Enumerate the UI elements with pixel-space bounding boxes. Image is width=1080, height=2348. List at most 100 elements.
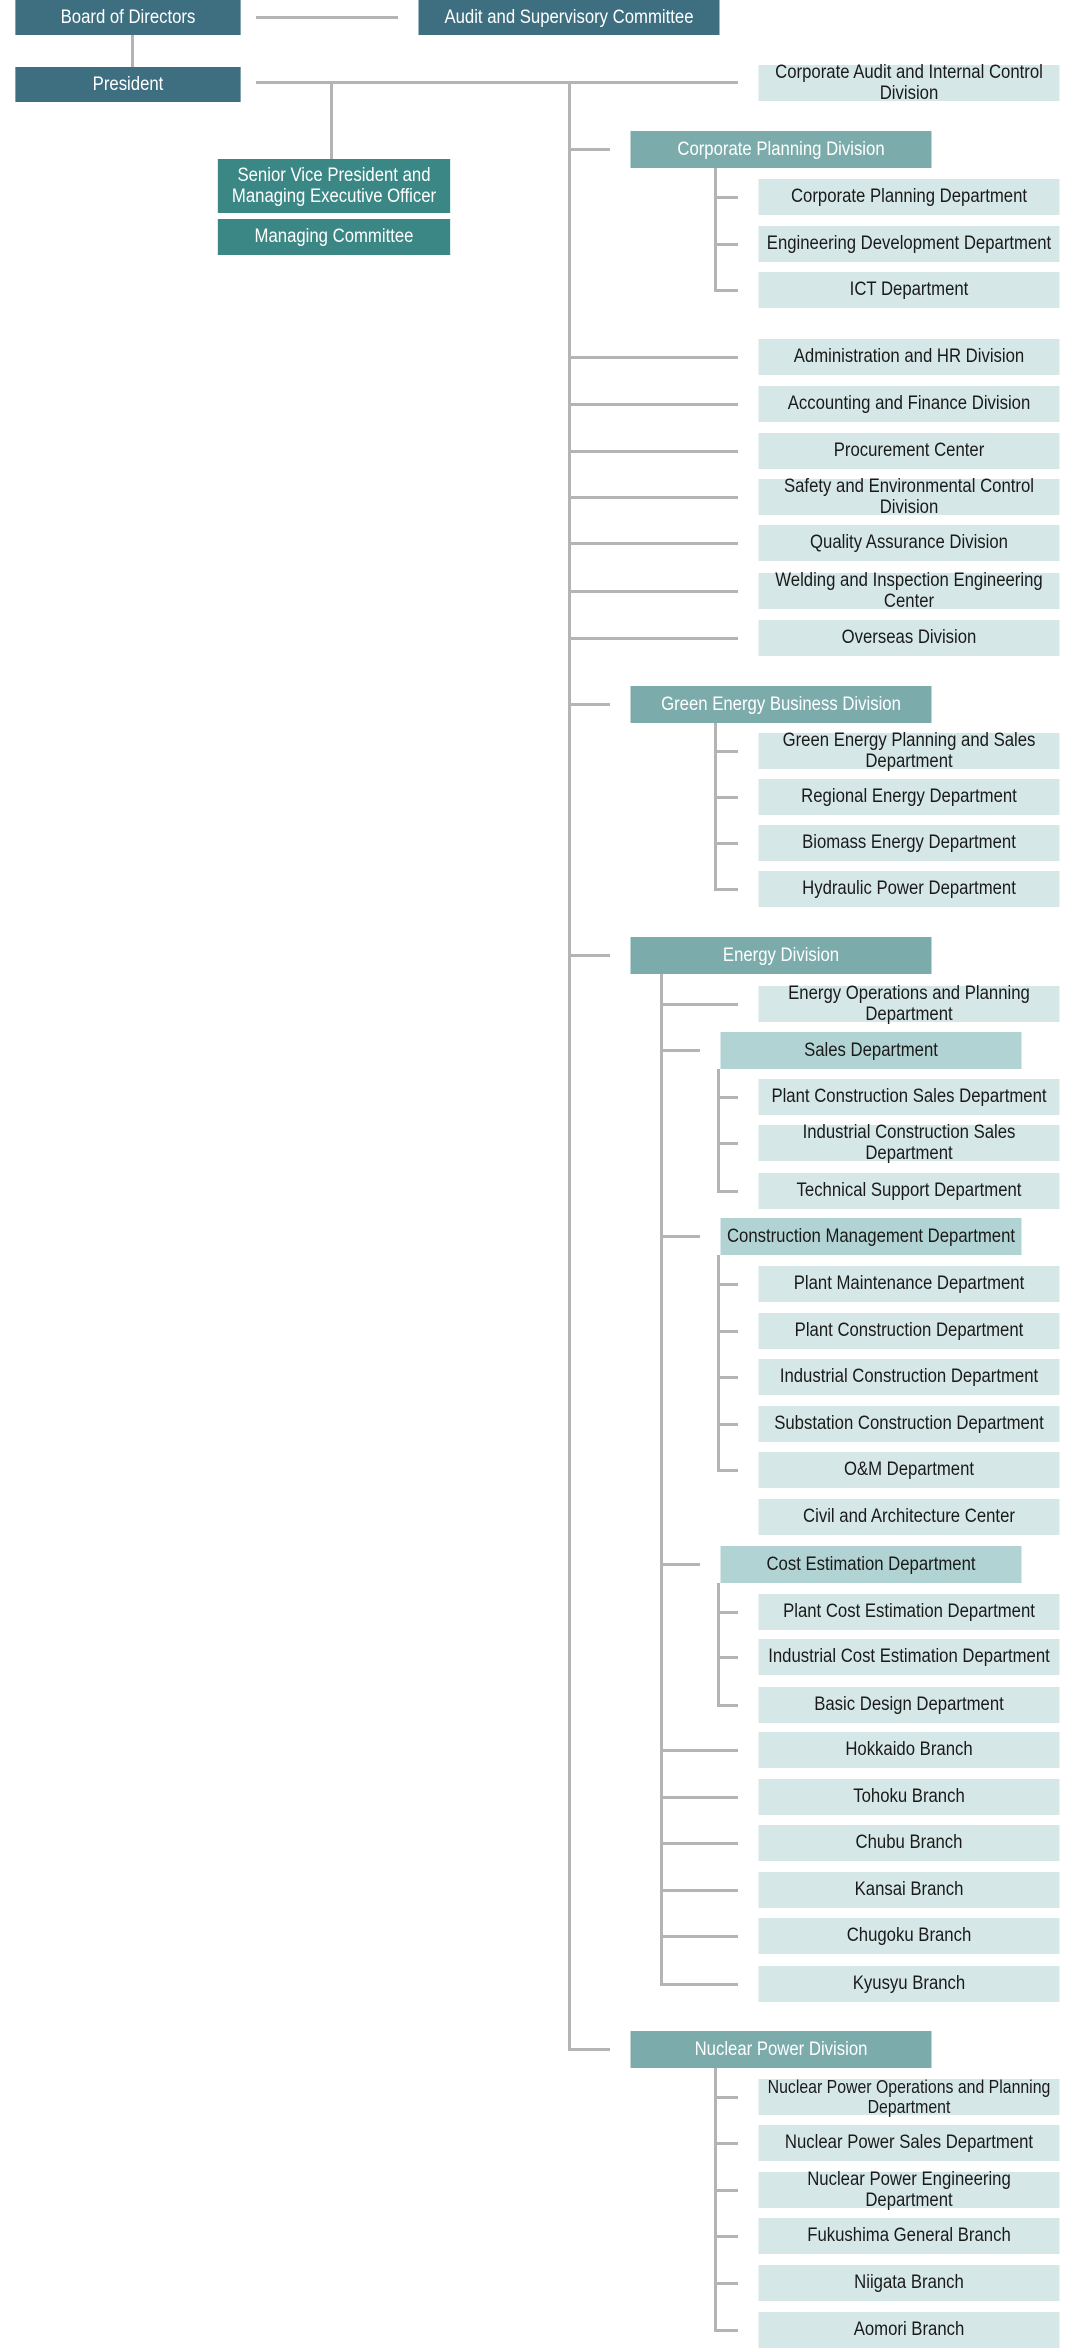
standalone-division-6: Welding and Inspection Engineering Cente… <box>758 570 1060 612</box>
standalone-division-4: Safety and Environmental Control Divisio… <box>758 476 1060 518</box>
branch-box-6: Kyusyu Branch <box>758 1966 1060 2002</box>
corporate-planning-dept-1: Corporate Planning Department <box>758 179 1060 215</box>
green-energy-dept-4: Hydraulic Power Department <box>758 871 1060 907</box>
tick-cost-1 <box>717 1611 738 1614</box>
construction-management-box: Construction Management Department <box>720 1218 1022 1255</box>
branch-green-energy <box>568 703 610 706</box>
connector-board-president <box>131 35 134 67</box>
sales-dept-3: Technical Support Department <box>758 1173 1060 1209</box>
tick-branch-4 <box>660 1889 738 1892</box>
tick-branch-6 <box>660 1983 738 1986</box>
tick-construction-4 <box>717 1423 738 1426</box>
audit-committee-box: Audit and Supervisory Committee <box>418 0 720 35</box>
tick-green-energy-2 <box>714 796 738 799</box>
tick-corporate-planning-2 <box>714 243 738 246</box>
tick-green-energy-3 <box>714 842 738 845</box>
tick-nuclear-2 <box>714 2142 738 2145</box>
tick-green-energy-4 <box>714 888 738 891</box>
standalone-division-2: Accounting and Finance Division <box>758 386 1060 422</box>
energy-operations-box: Energy Operations and Planning Departmen… <box>758 983 1060 1025</box>
branch-overseas <box>568 637 738 640</box>
tick-corporate-planning-1 <box>714 196 738 199</box>
standalone-division-7: Overseas Division <box>758 620 1060 656</box>
branch-safety <box>568 496 738 499</box>
construction-dept-2: Plant Construction Department <box>758 1313 1060 1349</box>
nuclear-dept-5: Niigata Branch <box>758 2265 1060 2301</box>
cost-estimation-box: Cost Estimation Department <box>720 1546 1022 1583</box>
connector-president-svp <box>330 81 333 159</box>
civil-architecture-box: Civil and Architecture Center <box>758 1499 1060 1535</box>
branch-quality <box>568 542 738 545</box>
corporate-planning-dept-3: ICT Department <box>758 272 1060 308</box>
green-energy-dept-2: Regional Energy Department <box>758 779 1060 815</box>
branch-procurement <box>568 450 738 453</box>
tick-branch-3 <box>660 1842 738 1845</box>
branch-box-2: Tohoku Branch <box>758 1779 1060 1815</box>
tick-branch-5 <box>660 1935 738 1938</box>
spine-energy <box>660 974 663 1986</box>
tick-nuclear-6 <box>714 2329 738 2332</box>
branch-box-1: Hokkaido Branch <box>758 1732 1060 1768</box>
nuclear-dept-4: Fukushima General Branch <box>758 2218 1060 2254</box>
tick-nuclear-3 <box>714 2189 738 2192</box>
nuclear-dept-3: Nuclear Power Engineering Department <box>758 2169 1060 2211</box>
branch-corporate-planning <box>568 148 610 151</box>
branch-box-5: Chugoku Branch <box>758 1918 1060 1954</box>
connector-president-trunk <box>256 81 738 84</box>
branch-nuclear <box>568 2048 610 2051</box>
cost-dept-1: Plant Cost Estimation Department <box>758 1594 1060 1630</box>
nuclear-dept-2: Nuclear Power Sales Department <box>758 2125 1060 2161</box>
energy-division-box: Energy Division <box>630 937 932 974</box>
tick-sales-3 <box>717 1190 738 1193</box>
standalone-division-3: Procurement Center <box>758 433 1060 469</box>
construction-dept-4: Substation Construction Department <box>758 1406 1060 1442</box>
cost-dept-3: Basic Design Department <box>758 1687 1060 1723</box>
tick-energy-sales <box>660 1049 700 1052</box>
tick-green-energy-1 <box>714 750 738 753</box>
tick-construction-1 <box>717 1283 738 1286</box>
tick-construction-3 <box>717 1376 738 1379</box>
spine-corporate-planning <box>714 168 717 292</box>
spine-cost <box>717 1583 720 1707</box>
corporate-planning-dept-2: Engineering Development Department <box>758 226 1060 262</box>
branch-energy <box>568 954 610 957</box>
spine-sales <box>717 1069 720 1193</box>
tick-cost-3 <box>717 1704 738 1707</box>
construction-dept-3: Industrial Construction Department <box>758 1359 1060 1395</box>
tick-construction-5 <box>717 1469 738 1472</box>
cost-dept-2: Industrial Cost Estimation Department <box>758 1639 1060 1675</box>
green-energy-division-box: Green Energy Business Division <box>630 686 932 723</box>
nuclear-dept-1: Nuclear Power Operations and Planning De… <box>758 2077 1060 2117</box>
corporate-planning-division-box: Corporate Planning Division <box>630 131 932 168</box>
managing-committee-box: Managing Committee <box>217 219 451 255</box>
tick-corporate-planning-3 <box>714 289 738 292</box>
construction-dept-5: O&M Department <box>758 1452 1060 1488</box>
tick-nuclear-5 <box>714 2282 738 2285</box>
tick-energy-operations <box>660 1003 738 1006</box>
tick-energy-cost <box>660 1563 700 1566</box>
standalone-division-5: Quality Assurance Division <box>758 525 1060 561</box>
president-box: President <box>15 67 241 102</box>
sales-dept-2: Industrial Construction Sales Department <box>758 1122 1060 1164</box>
branch-admin-hr <box>568 356 738 359</box>
connector-board-audit <box>256 16 398 19</box>
tick-sales-1 <box>717 1096 738 1099</box>
nuclear-dept-6: Aomori Branch <box>758 2312 1060 2348</box>
standalone-division-1: Administration and HR Division <box>758 339 1060 375</box>
svp-box: Senior Vice President and Managing Execu… <box>217 159 451 213</box>
tick-cost-2 <box>717 1656 738 1659</box>
tick-sales-2 <box>717 1142 738 1145</box>
green-energy-dept-3: Biomass Energy Department <box>758 825 1060 861</box>
branch-welding <box>568 590 738 593</box>
corporate-audit-box: Corporate Audit and Internal Control Div… <box>758 62 1060 104</box>
spine-construction <box>717 1255 720 1471</box>
board-of-directors-box: Board of Directors <box>15 0 241 35</box>
tick-energy-construction <box>660 1235 700 1238</box>
nuclear-division-box: Nuclear Power Division <box>630 2031 932 2068</box>
sales-dept-1: Plant Construction Sales Department <box>758 1079 1060 1115</box>
branch-box-3: Chubu Branch <box>758 1825 1060 1861</box>
tick-nuclear-1 <box>714 2096 738 2099</box>
green-energy-dept-1: Green Energy Planning and Sales Departme… <box>758 730 1060 772</box>
spine-nuclear <box>714 2068 717 2332</box>
